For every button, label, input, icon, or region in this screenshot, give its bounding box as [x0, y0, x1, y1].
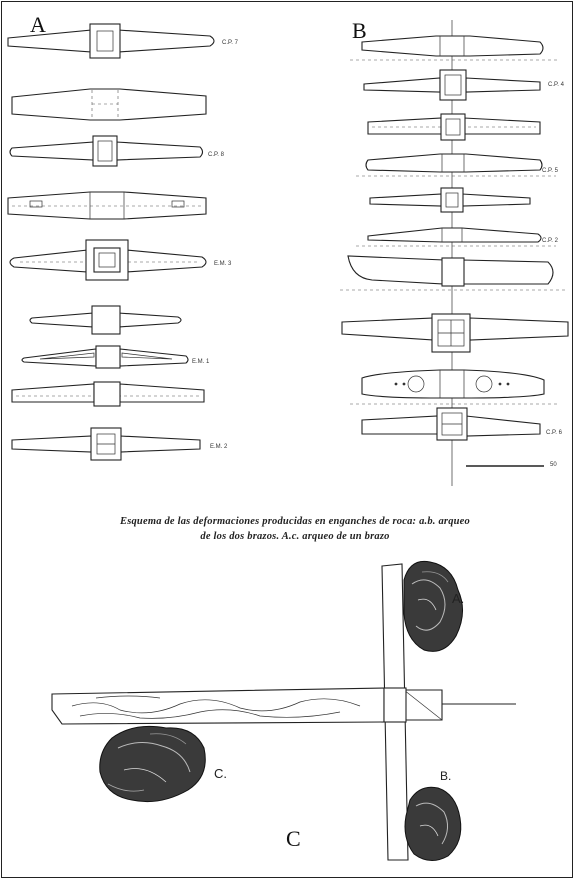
caption-line-2: de los dos brazos. A.c. arqueo de un bra… [200, 531, 390, 542]
hook-a4 [7, 191, 207, 220]
hook-a5 [9, 239, 207, 281]
hook-b10 [361, 407, 541, 441]
hook-b9 [350, 369, 560, 405]
hook-b5 [369, 187, 531, 213]
tag-b4: C.P. 5 [542, 168, 559, 174]
hook-b2 [363, 69, 541, 101]
c-wood-grain-3 [95, 695, 161, 699]
hook-a1 [7, 23, 215, 59]
rock-c [99, 725, 206, 803]
caption-line-1: Esquema de las deformaciones producidas … [119, 516, 470, 527]
panel-label-b: B [352, 18, 367, 43]
panel-c-drawing [51, 560, 516, 861]
hook-a9 [11, 427, 201, 461]
hook-b7 [340, 255, 565, 291]
tag-rock-c: C. [214, 766, 227, 781]
rock-a [403, 560, 463, 652]
hook-b8 [341, 313, 569, 353]
c-horizontal-arm [51, 687, 385, 725]
tag-rock-a: A. [452, 591, 464, 606]
c-wood-grain-2 [79, 709, 341, 719]
hook-b6 [356, 227, 556, 247]
hook-b3 [367, 113, 541, 141]
hook-a6 [29, 305, 182, 335]
panel-label-c: C [286, 826, 301, 851]
panel-a-drawings [7, 23, 215, 461]
tag-b2: C.P. 4 [548, 82, 565, 88]
tag-a7: E.M. 1 [192, 359, 210, 365]
scale-tag: 50 [550, 462, 557, 468]
c-wood-grain-1 [71, 698, 361, 714]
hook-a7 [21, 345, 189, 369]
hook-b1 [350, 35, 560, 61]
tag-a9: E.M. 2 [210, 444, 228, 450]
hook-a2 [11, 88, 207, 121]
tag-a1: C.P. 7 [222, 40, 239, 46]
tag-a3: C.P. 8 [208, 152, 225, 158]
c-joint-block [383, 687, 407, 723]
panel-label-a: A [30, 12, 46, 37]
figure-caption: Esquema de las deformaciones producidas … [60, 514, 530, 544]
rock-b [404, 786, 462, 861]
hook-a3 [9, 135, 204, 167]
tag-rock-b: B. [440, 769, 451, 783]
tag-b6: C.P. 2 [542, 238, 559, 244]
tag-a5: E.M. 3 [214, 261, 232, 267]
tag-b10: C.P. 6 [546, 430, 563, 436]
hook-b4 [356, 153, 556, 177]
hook-a8 [11, 381, 205, 407]
panel-b-drawings [340, 20, 569, 486]
